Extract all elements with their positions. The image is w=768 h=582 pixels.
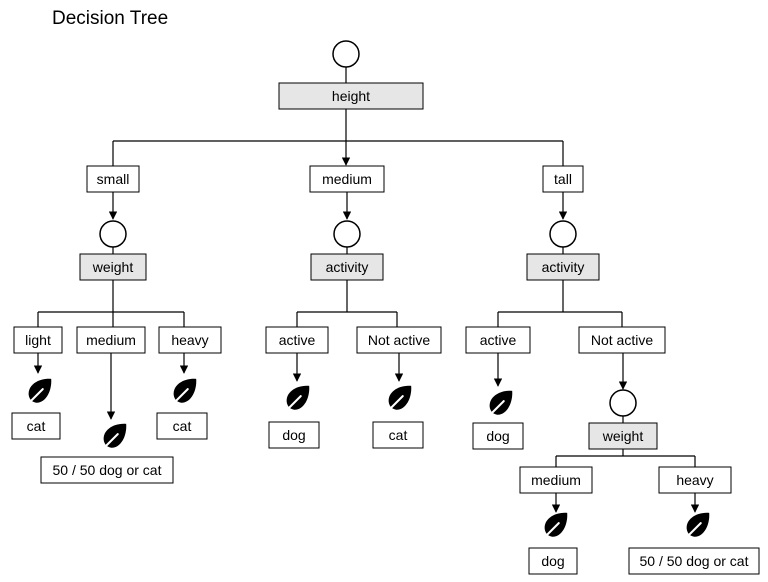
- branch-box-heavy: heavy: [658, 466, 732, 494]
- branch-box-medium-label: medium: [531, 472, 581, 488]
- diagram-title: Decision Tree: [52, 8, 169, 29]
- branch-box-light: light: [13, 326, 63, 354]
- branch-box-not-active: Not active: [356, 326, 442, 354]
- leaf-icon: [101, 422, 128, 451]
- leaf-icon: [386, 384, 413, 413]
- branch-box-light-label: light: [25, 332, 51, 348]
- leaf-box-dog: dog: [268, 421, 320, 449]
- attribute-box-activity: activity: [310, 253, 384, 281]
- decision-node-circle: [549, 220, 577, 248]
- decision-node-circle: [332, 40, 360, 68]
- attribute-box-activity-label: activity: [326, 259, 369, 275]
- attribute-box-activity: activity: [526, 253, 600, 281]
- attribute-box-weight: weight: [588, 422, 658, 450]
- branch-box-medium: medium: [519, 466, 593, 494]
- branch-box-medium-label: medium: [86, 332, 136, 348]
- leaf-icon: [487, 389, 514, 418]
- leaf-icon: [542, 511, 569, 540]
- leaf-icon: [26, 377, 53, 406]
- leaf-box-dog: dog: [528, 547, 578, 575]
- branch-box-active-label: active: [279, 332, 316, 348]
- branch-box-tall-label: tall: [554, 171, 572, 187]
- attribute-box-activity-label: activity: [542, 259, 585, 275]
- branch-box-medium-label: medium: [322, 171, 372, 187]
- leaf-box-cat-label: cat: [27, 418, 46, 434]
- leaf-icon: [284, 384, 311, 413]
- branch-box-heavy: heavy: [158, 326, 222, 354]
- leaf-box-dog-label: dog: [486, 428, 509, 444]
- leaf-box-cat: cat: [156, 412, 208, 440]
- branch-box-small-label: small: [97, 171, 130, 187]
- leaf-box-cat-label: cat: [173, 418, 192, 434]
- leaf-box-5050: 50 / 50 dog or cat: [628, 547, 760, 575]
- decision-node-circle: [609, 389, 637, 417]
- leaf-box-5050-label: 50 / 50 dog or cat: [640, 553, 749, 569]
- leaf-box-cat: cat: [372, 421, 424, 449]
- leaf-box-cat-label: cat: [389, 427, 408, 443]
- leaf-box-dog-label: dog: [541, 553, 564, 569]
- attribute-box-weight-label: weight: [602, 428, 644, 444]
- root-attribute-box-label: height: [332, 88, 370, 104]
- leaf-box-5050: 50 / 50 dog or cat: [40, 456, 174, 484]
- branch-box-medium: medium: [309, 165, 385, 193]
- branch-box-not-active-label: Not active: [368, 332, 430, 348]
- leaf-box-dog: dog: [472, 422, 524, 450]
- root-attribute-box: height: [278, 82, 424, 110]
- branch-box-active-label: active: [480, 332, 517, 348]
- decision-node-circle: [99, 220, 127, 248]
- attribute-box-weight: weight: [79, 253, 147, 281]
- branch-box-small: small: [86, 165, 140, 193]
- branch-box-medium: medium: [76, 326, 146, 354]
- branch-box-heavy-label: heavy: [676, 472, 713, 488]
- attribute-box-weight-label: weight: [92, 259, 134, 275]
- leaf-icon: [171, 377, 198, 406]
- leaf-box-cat: cat: [11, 412, 61, 440]
- branch-box-active: active: [265, 326, 329, 354]
- leaf-box-5050-label: 50 / 50 dog or cat: [53, 462, 162, 478]
- branch-box-heavy-label: heavy: [171, 332, 208, 348]
- branch-box-not-active: Not active: [578, 326, 666, 354]
- branch-box-not-active-label: Not active: [591, 332, 653, 348]
- decision-node-circle: [333, 220, 361, 248]
- branch-box-tall: tall: [542, 165, 584, 193]
- leaf-box-dog-label: dog: [282, 427, 305, 443]
- branch-box-active: active: [465, 326, 531, 354]
- leaf-icon: [684, 511, 711, 540]
